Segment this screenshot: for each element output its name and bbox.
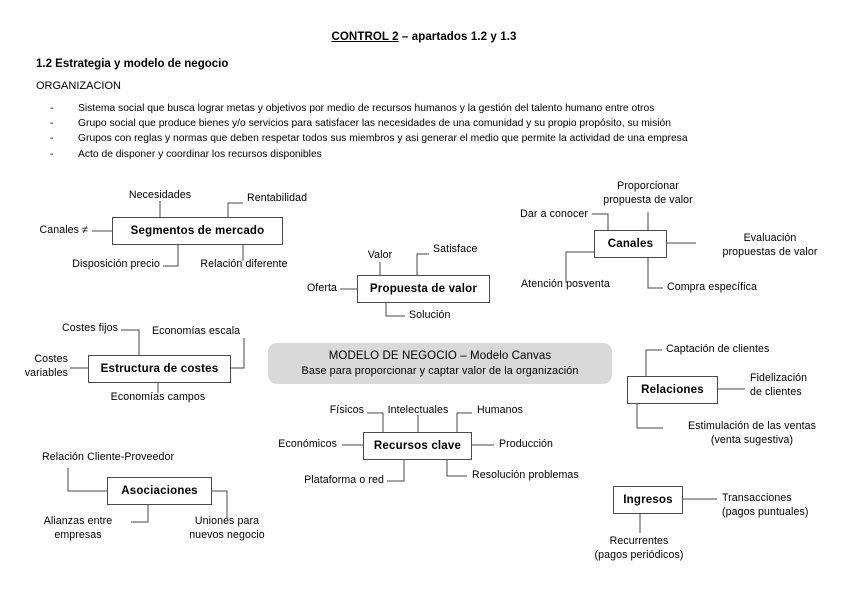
node-estructura-de-costes[interactable]: Estructura de costes bbox=[88, 355, 231, 383]
leaf-resolucion-problemas: Resolución problemas bbox=[472, 469, 579, 481]
leaf-fisicos: Físicos bbox=[329, 404, 364, 416]
organizacion-label: ORGANIZACION bbox=[36, 80, 121, 92]
leaf-estimulacion-de-las-ventas: Estimulación de las ventas(venta sugesti… bbox=[687, 420, 817, 446]
leaf-compra-especifica: Compra específica bbox=[667, 281, 758, 293]
leaf-intelectuales: Intelectuales bbox=[387, 404, 449, 416]
list-item-text: Sistema social que busca lograr metas y … bbox=[78, 103, 655, 114]
leaf-necesidades: Necesidades bbox=[128, 189, 192, 201]
leaf-solucion: Solución bbox=[409, 309, 451, 321]
leaf-rentabilidad: Rentabilidad bbox=[247, 192, 308, 204]
leaf-recurrentes: Recurrentes(pagos periódicos) bbox=[594, 535, 684, 561]
leaf-oferta: Oferta bbox=[306, 282, 337, 294]
leaf-transacciones: Transacciones(pagos puntuales) bbox=[722, 492, 809, 518]
node-propuesta-de-valor[interactable]: Propuesta de valor bbox=[357, 275, 490, 303]
leaf-disposicion-precio: Disposición precio bbox=[72, 258, 160, 270]
leaf-canales-diferentes: Canales ≠ bbox=[39, 224, 88, 236]
list-item: - Sistema social que busca lograr metas … bbox=[50, 101, 688, 116]
leaf-plataforma-o-red: Plataforma o red bbox=[304, 474, 384, 486]
list-item-text: Grupos con reglas y normas que deben res… bbox=[78, 133, 688, 145]
leaf-valor: Valor bbox=[367, 249, 393, 261]
leaf-produccion: Producción bbox=[499, 438, 553, 450]
leaf-atencion-posventa: Atención posventa bbox=[521, 278, 610, 290]
node-canales[interactable]: Canales bbox=[594, 230, 667, 258]
leaf-economias-campos: Economías campos bbox=[110, 391, 206, 403]
leaf-dar-a-conocer: Dar a conocer bbox=[520, 208, 588, 220]
list-item: - Acto de disponer y coordinar los recur… bbox=[50, 147, 688, 162]
leaf-relacion-diferente: Relación diferente bbox=[200, 258, 288, 270]
leaf-costes-fijos: Costes fijos bbox=[62, 322, 118, 334]
list-item: - Grupos con reglas y normas que deben r… bbox=[50, 131, 688, 146]
node-ingresos[interactable]: Ingresos bbox=[613, 486, 683, 514]
leaf-captacion-de-clientes: Captación de clientes bbox=[666, 343, 770, 355]
leaf-satisface: Satisface bbox=[433, 243, 478, 255]
leaf-relacion-cliente-proveedor: Relación Cliente-Proveedor bbox=[42, 451, 175, 463]
document-title: CONTROL 2 – apartados 1.2 y 1.3 bbox=[0, 31, 848, 43]
bullet-marker: - bbox=[50, 148, 54, 160]
list-item: - Grupo social que produce bienes y/o se… bbox=[50, 116, 688, 131]
bullet-marker: - bbox=[50, 133, 54, 145]
leaf-economias-escala: Economías escala bbox=[152, 325, 241, 337]
bullet-marker: - bbox=[50, 118, 54, 130]
leaf-economicos: Económicos bbox=[278, 438, 337, 450]
leaf-humanos: Humanos bbox=[477, 404, 524, 416]
node-relaciones[interactable]: Relaciones bbox=[627, 376, 718, 404]
node-recursos-clave[interactable]: Recursos clave bbox=[363, 432, 472, 460]
list-item-text: Grupo social que produce bienes y/o serv… bbox=[78, 118, 671, 130]
modelo-negocio-line2: Base para proporcionar y captar valor de… bbox=[301, 364, 579, 377]
list-item-text: Acto de disponer y coordinar los recurso… bbox=[78, 148, 322, 160]
bullet-marker: - bbox=[50, 103, 54, 114]
modelo-negocio-line1: MODELO DE NEGOCIO – Modelo Canvas bbox=[328, 349, 552, 362]
organizacion-bullet-list: - Sistema social que busca lograr metas … bbox=[50, 101, 688, 162]
document-title-rest: – apartados 1.2 y 1.3 bbox=[398, 31, 517, 43]
modelo-negocio-box: MODELO DE NEGOCIO – Modelo Canvas Base p… bbox=[268, 343, 612, 384]
section-heading: 1.2 Estrategia y modelo de negocio bbox=[36, 58, 229, 70]
document-title-underlined: CONTROL 2 bbox=[331, 31, 399, 43]
node-segmentos-de-mercado[interactable]: Segmentos de mercado bbox=[112, 217, 283, 245]
node-asociaciones[interactable]: Asociaciones bbox=[107, 477, 212, 505]
